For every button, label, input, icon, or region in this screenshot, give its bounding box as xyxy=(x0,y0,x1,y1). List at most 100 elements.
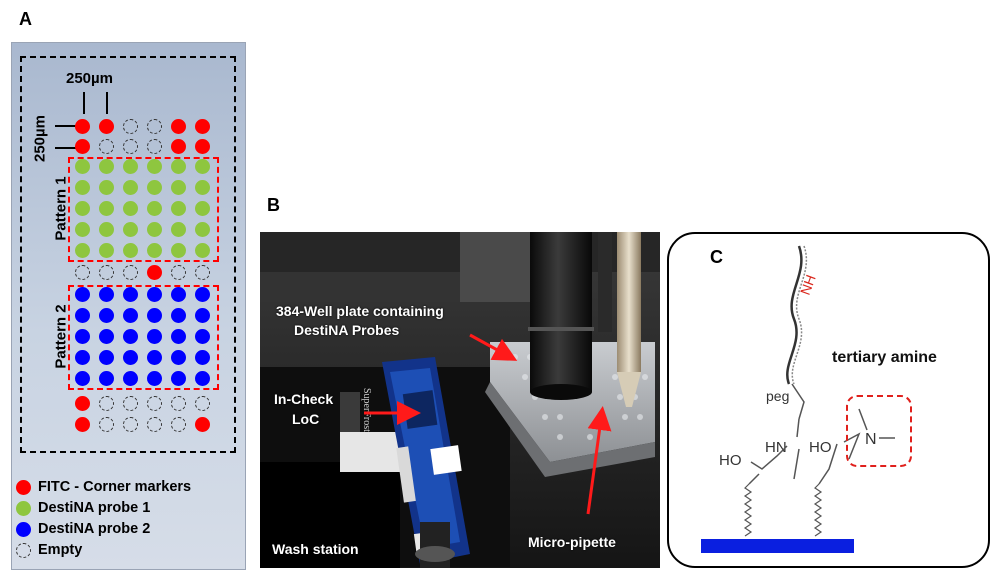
probe-spot-empty xyxy=(122,395,138,411)
hn-label: HN xyxy=(765,439,787,456)
probe-spot-green xyxy=(146,221,162,237)
probe-spot-blue xyxy=(98,307,114,323)
probe-spot-empty xyxy=(74,264,90,280)
probe-spot-blue xyxy=(170,370,186,386)
probe-spot-blue xyxy=(74,307,90,323)
probe-spot-green xyxy=(170,221,186,237)
n-label: N xyxy=(865,431,877,448)
probe-spot-empty xyxy=(146,395,162,411)
probe-spot-blue xyxy=(122,307,138,323)
probe-spot-red xyxy=(98,118,114,134)
probe-spot-red xyxy=(170,118,186,134)
probe-spot-blue xyxy=(74,286,90,302)
probe-spot-empty xyxy=(146,416,162,432)
probe-spot-blue xyxy=(122,328,138,344)
probe-spot-red xyxy=(194,416,210,432)
linker-wavy-left xyxy=(743,483,753,537)
methyl-bonds xyxy=(858,408,895,439)
legend-item-empty: Empty xyxy=(16,541,82,559)
probe-spot-green xyxy=(74,179,90,195)
label-incheck: In-Check xyxy=(274,391,334,407)
tertiary-amine-label: tertiary amine xyxy=(832,349,937,366)
probe-spot-red xyxy=(170,138,186,154)
linker-wavy-right xyxy=(813,483,823,537)
probe-spot-green xyxy=(74,242,90,258)
probe-spot-green xyxy=(170,158,186,174)
probe-spot-green xyxy=(194,242,210,258)
panel-c-box: C NH peg HN HO HO N tertiary amine xyxy=(667,232,990,568)
probe-spot-blue xyxy=(170,307,186,323)
probe-spot-empty xyxy=(170,264,186,280)
pattern-1-label: Pattern 1 xyxy=(52,176,70,241)
probe-spot-blue xyxy=(98,286,114,302)
scale-vertical-label: 250µm xyxy=(31,115,49,163)
probe-spot-empty xyxy=(194,264,210,280)
probe-spot-empty xyxy=(170,395,186,411)
legend-label: Empty xyxy=(38,542,83,558)
probe-spot-blue xyxy=(146,370,162,386)
legend-swatch-red xyxy=(16,479,31,495)
legend-item-blue: DestiNA probe 2 xyxy=(16,520,150,538)
probe-spot-green xyxy=(122,242,138,258)
probe-spot-green xyxy=(146,200,162,216)
arrow-well-plate xyxy=(469,333,518,361)
bond-lines xyxy=(748,418,861,485)
probe-spot-red xyxy=(74,416,90,432)
photo-lab-setup: SuperFrost 384-Well plate containing Des… xyxy=(260,232,660,568)
probe-spot-empty xyxy=(122,416,138,432)
probe-spot-blue xyxy=(122,349,138,365)
scale-tick-bottom xyxy=(55,147,76,149)
probe-spot-blue xyxy=(194,370,210,386)
label-well-plate-line2: DestiNA Probes xyxy=(294,322,400,338)
legend-item-green: DestiNA probe 1 xyxy=(16,499,150,517)
probe-spot-blue xyxy=(194,307,210,323)
probe-spot-green xyxy=(146,158,162,174)
panel-a-dashed-border xyxy=(20,56,236,453)
probe-spot-green xyxy=(146,179,162,195)
probe-spot-empty xyxy=(122,138,138,154)
probe-spot-green xyxy=(74,158,90,174)
probe-spot-blue xyxy=(98,349,114,365)
probe-spot-green xyxy=(194,158,210,174)
label-well-plate: 384-Well plate containing xyxy=(276,303,444,319)
probe-spot-green xyxy=(170,200,186,216)
label-loc: LoC xyxy=(292,411,320,427)
probe-spot-empty xyxy=(98,416,114,432)
photo-arrows xyxy=(364,333,612,515)
dna-strand xyxy=(786,245,803,385)
probe-spot-green xyxy=(98,200,114,216)
label-wash-station: Wash station xyxy=(272,541,359,557)
legend-item-red: FITC - Corner markers xyxy=(16,478,191,496)
panel-b-letter: B xyxy=(267,195,280,215)
probe-spot-green xyxy=(194,221,210,237)
pattern-2-box xyxy=(68,285,219,390)
legend-swatch-empty xyxy=(16,542,31,558)
probe-spot-blue xyxy=(170,349,186,365)
probe-spot-blue xyxy=(146,328,162,344)
probe-spot-blue xyxy=(146,349,162,365)
probe-spot-red xyxy=(74,138,90,154)
peg-label: peg xyxy=(766,388,789,404)
probe-spot-blue xyxy=(74,328,90,344)
probe-spot-green xyxy=(98,158,114,174)
probe-spot-empty xyxy=(98,264,114,280)
probe-spot-blue xyxy=(122,286,138,302)
probe-spot-green xyxy=(122,179,138,195)
probe-spot-green xyxy=(98,179,114,195)
probe-spot-green xyxy=(122,158,138,174)
panel-c-letter: C xyxy=(710,247,723,267)
probe-spot-green xyxy=(98,221,114,237)
surface-bar xyxy=(701,539,854,553)
probe-spot-red xyxy=(74,118,90,134)
probe-spot-red xyxy=(194,138,210,154)
probe-spot-blue xyxy=(74,349,90,365)
probe-spot-blue xyxy=(98,328,114,344)
probe-spot-green xyxy=(74,221,90,237)
scale-horizontal-label: 250µm xyxy=(66,70,114,87)
probe-spot-blue xyxy=(98,370,114,386)
tertiary-amine-box xyxy=(846,395,912,467)
photo-scene: SuperFrost xyxy=(260,232,660,568)
probe-spot-green xyxy=(122,200,138,216)
scale-tick-right xyxy=(106,92,108,114)
probe-spot-empty xyxy=(98,138,114,154)
